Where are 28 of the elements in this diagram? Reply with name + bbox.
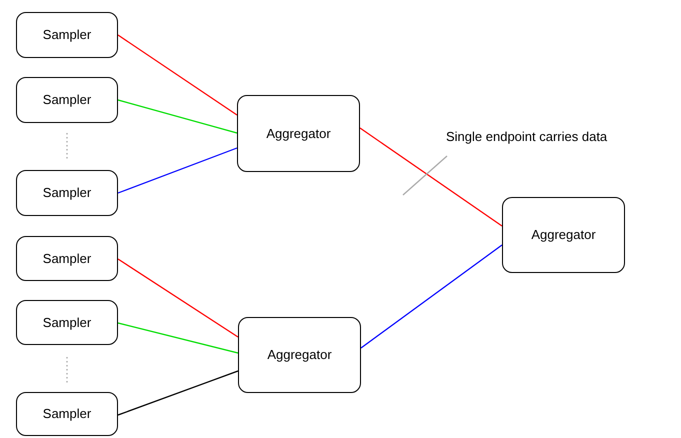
connector-line bbox=[360, 128, 502, 226]
box-label: Aggregator bbox=[531, 226, 596, 244]
process-box bbox=[16, 12, 118, 58]
process-box bbox=[16, 300, 118, 345]
process-box bbox=[16, 77, 118, 123]
process-box bbox=[16, 392, 118, 436]
connector-line bbox=[118, 34, 238, 116]
process-box bbox=[237, 95, 360, 172]
connector-line bbox=[118, 258, 238, 338]
connector-line bbox=[360, 244, 502, 348]
box-label: Sampler bbox=[42, 314, 92, 332]
process-box bbox=[238, 317, 361, 393]
annotation-text: Single endpoint carries data bbox=[446, 129, 608, 144]
box-label: Sampler bbox=[42, 26, 92, 44]
box-label: Sampler bbox=[42, 405, 92, 424]
process-box bbox=[16, 170, 118, 216]
process-box bbox=[502, 197, 625, 273]
box-label: Sampler bbox=[42, 91, 92, 110]
connector-line bbox=[118, 147, 238, 194]
process-box bbox=[16, 236, 118, 281]
connector-line bbox=[118, 99, 238, 134]
connector-line bbox=[118, 370, 238, 416]
box-label: Sampler bbox=[42, 184, 92, 202]
connector-line bbox=[118, 322, 238, 354]
box-label: Sampler bbox=[42, 250, 92, 268]
leader-line bbox=[402, 156, 448, 196]
box-label: Aggregator bbox=[266, 124, 331, 143]
box-label: Aggregator bbox=[267, 346, 332, 364]
